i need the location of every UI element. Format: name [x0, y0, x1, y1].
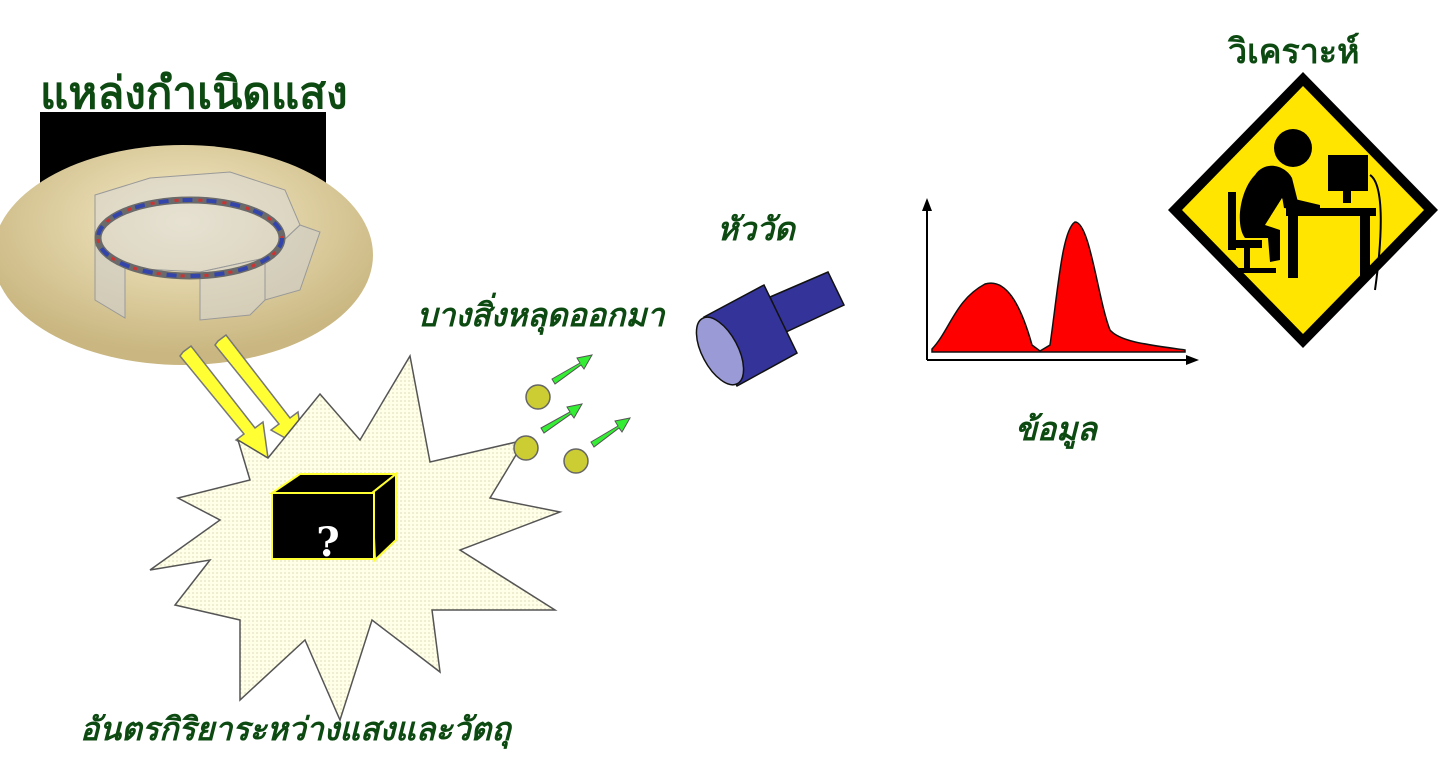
black-box-icon — [268, 471, 399, 563]
analyze-label: วิเคราะห์ — [1228, 32, 1360, 72]
data-label: ข้อมูล — [1015, 410, 1097, 448]
detector-cylinder-icon — [695, 271, 846, 388]
detector-label: หัววัด — [717, 210, 795, 248]
unknown-mark: ? — [316, 519, 339, 566]
interaction-label: อันตรกิริยาระหว่างแสงและวัตถุ — [80, 710, 511, 748]
emitted-label: บางสิ่งหลุดออกมา — [417, 296, 665, 334]
spectrum-plot-icon — [922, 198, 1199, 365]
analyst-sign-icon — [1168, 72, 1438, 348]
particle-icon — [513, 384, 589, 474]
green-arrow-icon — [540, 354, 631, 448]
light-source-title: แหล่งกำเนิดแสง — [40, 68, 348, 119]
synchrotron-ring-image — [0, 112, 373, 365]
